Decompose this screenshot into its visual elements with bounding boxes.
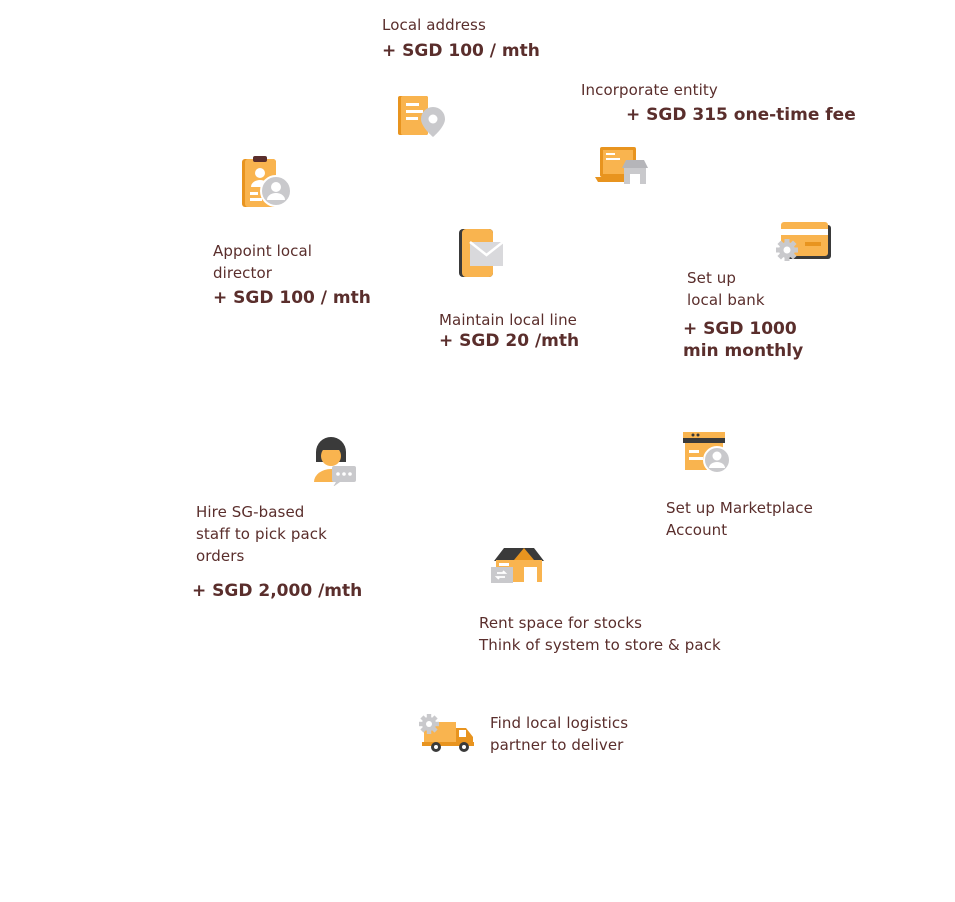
local-address-cost: + SGD 100 / mth	[382, 41, 540, 61]
local-bank-cost-2: min monthly	[683, 341, 804, 361]
id-badge-icon	[240, 156, 294, 210]
truck-gear-icon	[416, 712, 476, 754]
staff-chat-icon	[312, 434, 358, 486]
hire-staff-label-3: orders	[196, 547, 245, 565]
marketplace-label-1: Set up Marketplace	[666, 499, 813, 517]
document-location-icon	[396, 95, 448, 139]
incorporate-entity-cost: + SGD 315 one-time fee	[626, 105, 856, 125]
local-line-cost: + SGD 20 /mth	[439, 331, 580, 351]
incorporate-entity-label: Incorporate entity	[581, 81, 718, 99]
warehouse-icon	[490, 545, 546, 585]
local-bank-label-2: local bank	[687, 291, 765, 309]
local-bank-label-1: Set up	[687, 269, 737, 287]
logistics-label-2: partner to deliver	[490, 736, 624, 754]
hire-staff-label-1: Hire SG-based	[196, 503, 305, 521]
laptop-store-icon	[594, 146, 650, 186]
appoint-director-label-2: director	[213, 264, 273, 282]
hire-staff-label-2: staff to pick pack	[196, 525, 327, 543]
rent-space-label-2: Think of system to store & pack	[479, 636, 721, 654]
hire-staff-cost: + SGD 2,000 /mth	[192, 581, 363, 601]
appoint-director-cost: + SGD 100 / mth	[213, 288, 371, 308]
card-gear-icon	[775, 220, 833, 264]
local-address-label: Local address	[382, 16, 486, 34]
marketplace-label-2: Account	[666, 521, 728, 539]
rent-space-label-1: Rent space for stocks	[479, 614, 643, 632]
phone-mail-icon	[458, 228, 506, 278]
local-bank-cost-1: + SGD 1000	[683, 319, 797, 339]
logistics-label-1: Find local logistics	[490, 714, 629, 732]
shop-user-icon	[682, 430, 734, 474]
local-line-label: Maintain local line	[439, 311, 578, 329]
appoint-director-label-1: Appoint local	[213, 242, 313, 260]
